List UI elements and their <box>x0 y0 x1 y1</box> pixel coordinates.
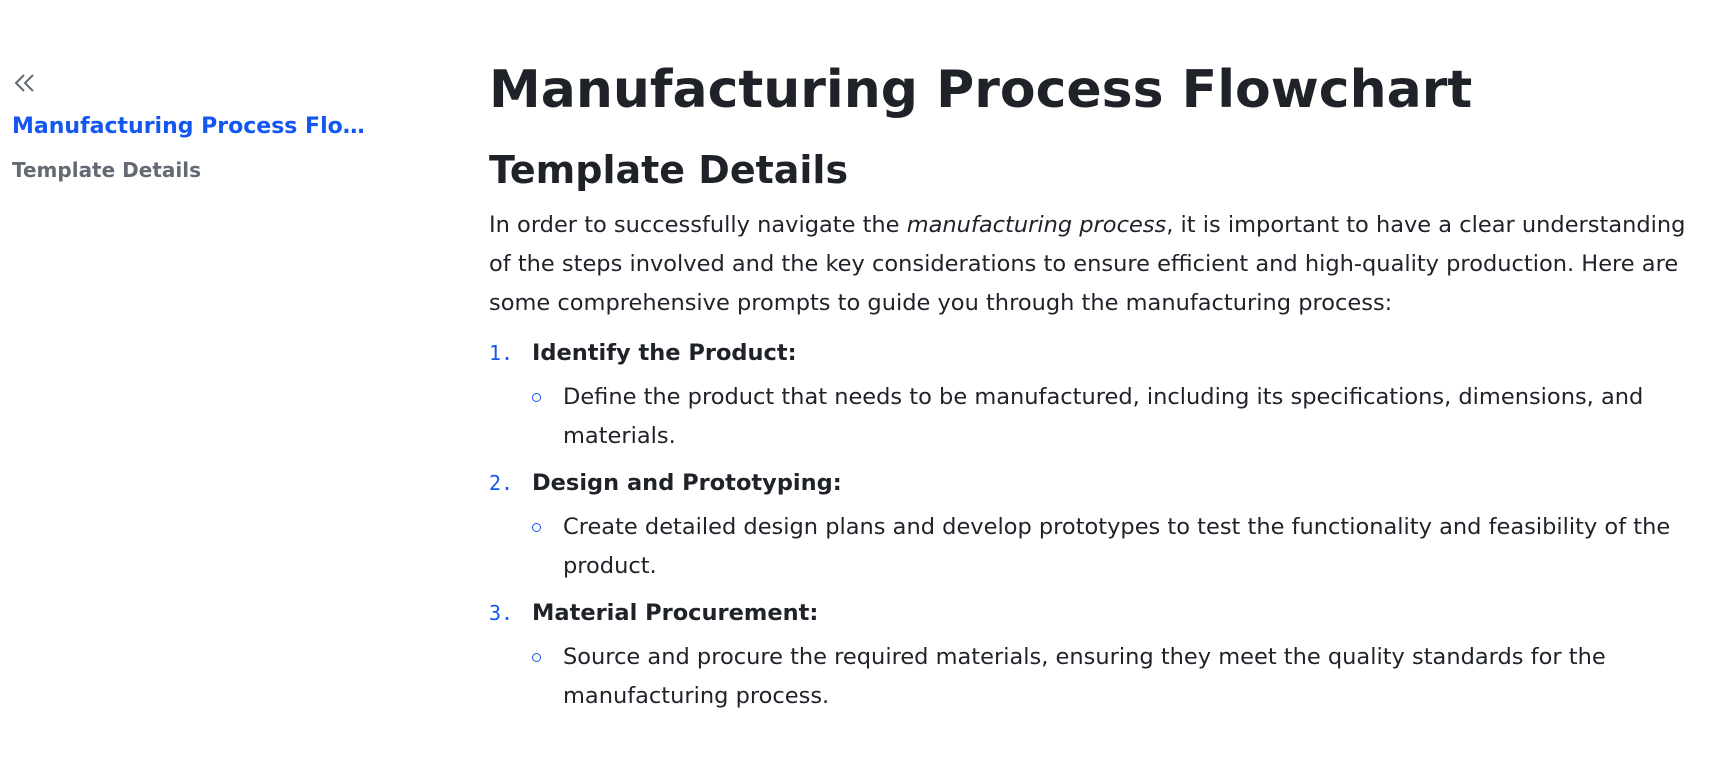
list-item: 1. Identify the Product: Define the prod… <box>489 332 1689 456</box>
step-number: 1. <box>489 341 514 365</box>
outline-item-title[interactable]: Manufacturing Process Flowchart <box>12 114 384 139</box>
section-heading: Template Details <box>489 148 849 192</box>
step-bullet-row: Define the product that needs to be manu… <box>489 378 1689 456</box>
intro-text-start: In order to successfully navigate the <box>489 212 907 238</box>
step-description: Define the product that needs to be manu… <box>563 384 1644 449</box>
step-description: Source and procure the required material… <box>563 644 1606 709</box>
step-bullet-row: Source and procure the required material… <box>489 638 1689 716</box>
step-title: Design and Prototyping: <box>532 470 842 496</box>
step-bullet-row: Create detailed design plans and develop… <box>489 508 1689 586</box>
step-title: Material Procurement: <box>532 600 819 626</box>
list-item: 2. Design and Prototyping: Create detail… <box>489 462 1689 586</box>
step-header: 3. Material Procurement: <box>489 592 1689 634</box>
step-header: 2. Design and Prototyping: <box>489 462 1689 504</box>
step-number: 2. <box>489 471 514 495</box>
intro-emphasis: manufacturing process <box>906 212 1167 238</box>
collapse-outline-button[interactable] <box>12 72 38 96</box>
circle-bullet-icon <box>532 638 563 716</box>
outline-sidebar: Manufacturing Process Flowchart Template… <box>12 72 392 184</box>
outline-item-template-details[interactable]: Template Details <box>12 158 201 182</box>
step-header: 1. Identify the Product: <box>489 332 1689 374</box>
intro-paragraph: In order to successfully navigate the ma… <box>489 206 1689 323</box>
step-description: Create detailed design plans and develop… <box>563 514 1671 579</box>
intro-text-end: , it is important to have a clear unders… <box>489 212 1686 316</box>
document-content: Manufacturing Process Flowchart Template… <box>489 58 1689 722</box>
double-chevron-left-icon <box>14 74 34 92</box>
circle-bullet-icon <box>532 508 563 586</box>
step-number: 3. <box>489 601 514 625</box>
page-title: Manufacturing Process Flowchart <box>489 60 1473 120</box>
steps-list: 1. Identify the Product: Define the prod… <box>489 332 1689 716</box>
circle-bullet-icon <box>532 378 563 456</box>
step-title: Identify the Product: <box>532 340 797 366</box>
list-item: 3. Material Procurement: Source and proc… <box>489 592 1689 716</box>
